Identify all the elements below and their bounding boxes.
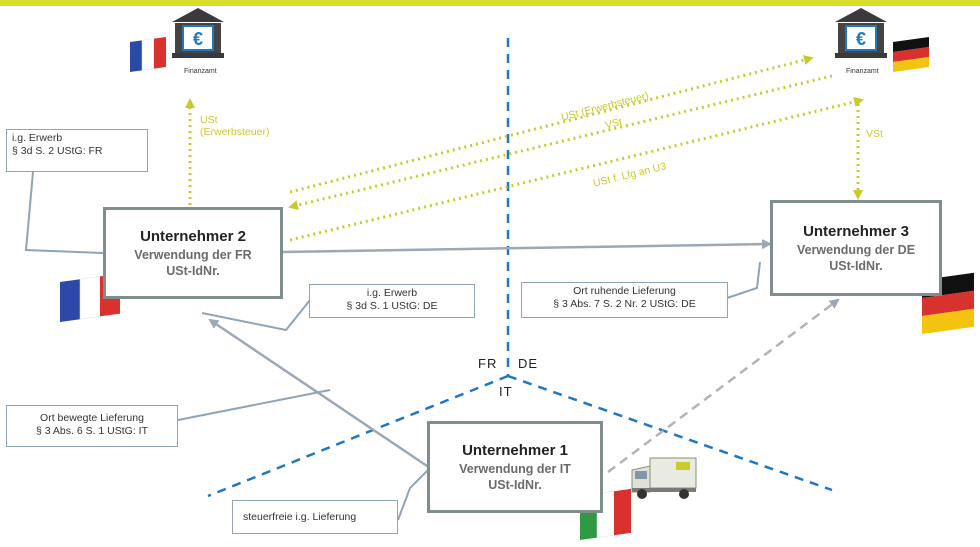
border-fr-it: [207, 374, 509, 498]
note-bewegte-line2: § 3 Abs. 6 S. 1 UStG: IT: [35, 425, 149, 437]
svg-text:€: €: [193, 29, 203, 49]
note-bewegte-line1: Ort bewegte Lieferung: [40, 412, 144, 424]
unternehmer-2-line1: Verwendung der FR: [134, 248, 252, 262]
note-ig-erwerb-fr-line1: i.g. Erwerb: [12, 132, 63, 144]
flow-label-ust-fr-line1: USt: [200, 114, 218, 126]
note-ruhende-line2: § 3 Abs. 7 S. 2 Nr. 2 UStG: DE: [553, 298, 696, 310]
note-steuerfreie-lieferung: steuerfreie i.g. Lieferung: [232, 500, 398, 534]
unternehmer-3-line1: Verwendung der DE: [796, 243, 916, 257]
arrow-u1-u3-dashed: [607, 298, 840, 474]
flow-u2-to-fa-de-lfg: [289, 97, 864, 242]
connector-ig-erwerb-de: [201, 299, 311, 332]
germany-flag-icon: [893, 36, 929, 72]
unternehmer-1-title: Unternehmer 1: [462, 442, 568, 459]
flow-u2-to-fa-de: [289, 55, 814, 194]
bank-euro-icon: €: [172, 8, 224, 58]
finanzamt-fr-label: Finanzamt: [184, 68, 217, 75]
country-label-fr: FR: [478, 356, 498, 371]
bank-euro-icon: €: [835, 8, 887, 58]
note-ig-erwerb-de-line1: i.g. Erwerb: [366, 287, 418, 299]
unternehmer-2-box: Unternehmer 2 Verwendung der FR USt-IdNr…: [103, 207, 283, 299]
unternehmer-3-box: Unternehmer 3 Verwendung der DE USt-IdNr…: [770, 200, 942, 296]
connector-ig-erwerb-fr: [24, 171, 104, 254]
flow-fa-de-to-u2: [288, 74, 833, 210]
flow-label-vst-de: VSt: [866, 128, 883, 140]
unternehmer-1-box: Unternehmer 1 Verwendung der IT USt-IdNr…: [427, 421, 603, 513]
flow-label-ust-fr-line2: (Erwerbsteuer): [200, 126, 270, 138]
unternehmer-1-line1: Verwendung der IT: [459, 462, 571, 476]
connector-steuerfrei: [397, 469, 429, 521]
finanzamt-de-label: Finanzamt: [846, 68, 879, 75]
arrow-u2-u3: [281, 239, 772, 254]
note-ort-bewegte-lieferung: Ort bewegte Lieferung § 3 Abs. 6 S. 1 US…: [6, 405, 178, 447]
note-steuerfrei-line1: steuerfreie i.g. Lieferung: [243, 511, 357, 523]
note-ruhende-line1: Ort ruhende Lieferung: [573, 285, 676, 297]
connector-ruhende: [726, 261, 761, 299]
unternehmer-3-title: Unternehmer 3: [803, 223, 909, 240]
connector-bewegte: [177, 389, 331, 421]
note-ig-erwerb-fr: i.g. Erwerb § 3d S. 2 UStG: FR: [6, 129, 148, 172]
svg-text:€: €: [856, 29, 866, 49]
note-ort-ruhende-lieferung: Ort ruhende Lieferung § 3 Abs. 7 S. 2 Nr…: [521, 282, 728, 318]
note-ig-erwerb-de-line2: § 3d S. 1 UStG: DE: [346, 300, 438, 312]
truck-icon: [631, 457, 697, 499]
header-accent-bar: [0, 0, 980, 6]
note-ig-erwerb-de: i.g. Erwerb § 3d S. 1 UStG: DE: [309, 284, 475, 318]
unternehmer-3-line2: USt-IdNr.: [829, 259, 883, 273]
unternehmer-2-title: Unternehmer 2: [140, 228, 246, 245]
note-ig-erwerb-fr-line2: § 3d S. 2 UStG: FR: [12, 145, 103, 157]
flow-label-ust-fr: USt (Erwerbsteuer): [200, 114, 269, 138]
country-label-it: IT: [499, 384, 513, 399]
country-label-de: DE: [518, 356, 539, 371]
unternehmer-1-line2: USt-IdNr.: [488, 478, 542, 492]
france-flag-icon: [130, 36, 166, 72]
unternehmer-2-line2: USt-IdNr.: [166, 264, 220, 278]
arrow-u1-u2: [208, 318, 431, 470]
